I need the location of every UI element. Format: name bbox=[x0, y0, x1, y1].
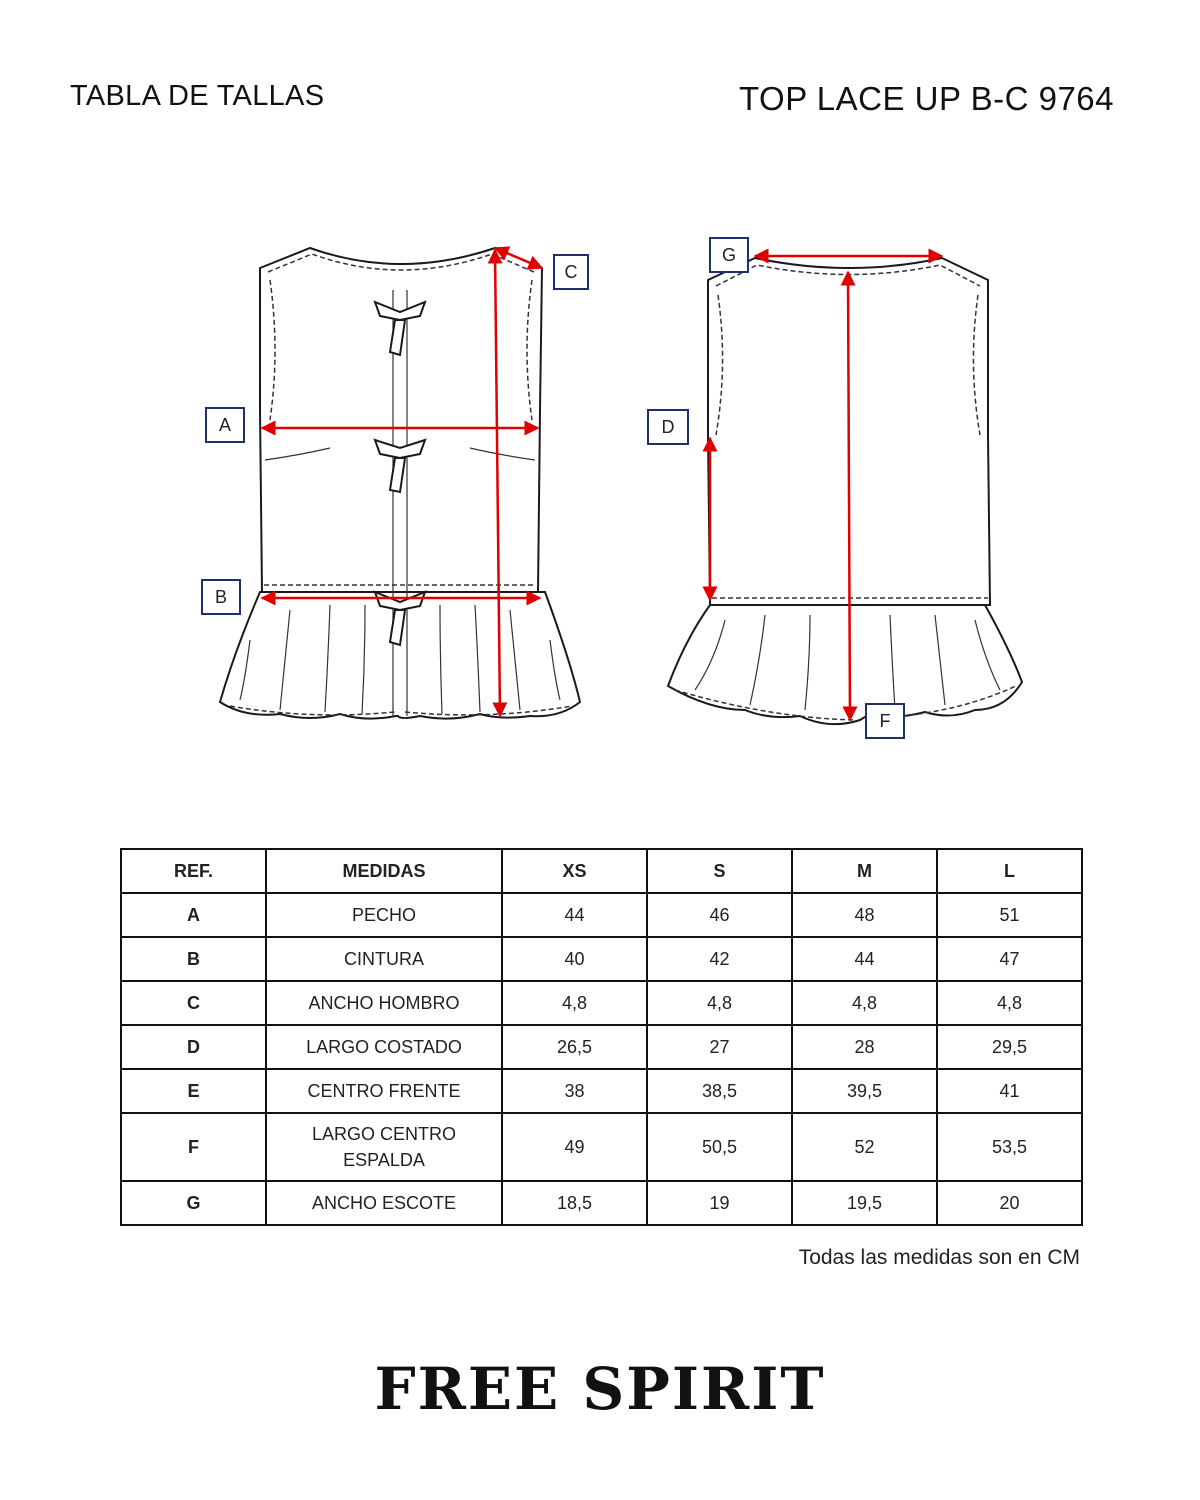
header-medidas: MEDIDAS bbox=[265, 848, 503, 894]
size-table: REF. MEDIDAS XS S M L A PECHO 44 46 48 5… bbox=[120, 848, 1083, 1226]
table-row: G ANCHO ESCOTE 18,5 19 19,5 20 bbox=[120, 1180, 1083, 1226]
table-row: A PECHO 44 46 48 51 bbox=[120, 892, 1083, 938]
cell-m: 52 bbox=[791, 1112, 938, 1182]
cell-xs: 4,8 bbox=[501, 980, 648, 1026]
cell-l: 51 bbox=[936, 892, 1083, 938]
label-a: A bbox=[205, 407, 245, 443]
cell-xs: 18,5 bbox=[501, 1180, 648, 1226]
label-b-text: B bbox=[215, 587, 227, 607]
row-measure-name: PECHO bbox=[265, 892, 503, 938]
cell-s: 4,8 bbox=[646, 980, 793, 1026]
row-measure-name: ANCHO ESCOTE bbox=[265, 1180, 503, 1226]
cell-m: 4,8 bbox=[791, 980, 938, 1026]
row-ref: E bbox=[120, 1068, 267, 1114]
row-measure-name: CINTURA bbox=[265, 936, 503, 982]
header-l: L bbox=[936, 848, 1083, 894]
cell-s: 27 bbox=[646, 1024, 793, 1070]
row-measure-name: ANCHO HOMBRO bbox=[265, 980, 503, 1026]
table-row: C ANCHO HOMBRO 4,8 4,8 4,8 4,8 bbox=[120, 980, 1083, 1026]
row-ref: A bbox=[120, 892, 267, 938]
front-ties bbox=[373, 300, 427, 647]
label-f-text: F bbox=[880, 711, 891, 731]
brand-logo: FREE SPIRIT bbox=[374, 1355, 826, 1423]
cell-m: 48 bbox=[791, 892, 938, 938]
label-d: D bbox=[647, 409, 689, 445]
header-xs: XS bbox=[501, 848, 648, 894]
header-ref: REF. bbox=[120, 848, 267, 894]
table-header-row: REF. MEDIDAS XS S M L bbox=[120, 848, 1083, 894]
label-f: F bbox=[865, 703, 905, 739]
row-ref: D bbox=[120, 1024, 267, 1070]
label-g-text: G bbox=[722, 245, 736, 265]
size-chart-title: TABLA DE TALLAS bbox=[70, 80, 325, 112]
cell-l: 47 bbox=[936, 936, 1083, 982]
table-row: E CENTRO FRENTE 38 38,5 39,5 41 bbox=[120, 1068, 1083, 1114]
cell-xs: 49 bbox=[501, 1112, 648, 1182]
row-ref: C bbox=[120, 980, 267, 1026]
header-s: S bbox=[646, 848, 793, 894]
row-measure-name: CENTRO FRENTE bbox=[265, 1068, 503, 1114]
cell-s: 46 bbox=[646, 892, 793, 938]
cell-l: 20 bbox=[936, 1180, 1083, 1226]
garment-measurement-diagram: A B C D F G bbox=[201, 237, 1024, 739]
label-a-text: A bbox=[219, 415, 231, 435]
product-title: TOP LACE UP B-C 9764 bbox=[738, 80, 1114, 117]
row-measure-name: LARGO COSTADO bbox=[265, 1024, 503, 1070]
measure-e-line bbox=[487, 248, 508, 718]
row-measure-name: LARGO CENTRO ESPALDA bbox=[265, 1112, 503, 1182]
label-b: B bbox=[201, 579, 241, 615]
cell-m: 28 bbox=[791, 1024, 938, 1070]
front-view bbox=[218, 246, 582, 720]
table-row: B CINTURA 40 42 44 47 bbox=[120, 936, 1083, 982]
cell-m: 44 bbox=[791, 936, 938, 982]
row-ref: G bbox=[120, 1180, 267, 1226]
table-row: F LARGO CENTRO ESPALDA 49 50,5 52 53,5 bbox=[120, 1112, 1083, 1182]
label-g: G bbox=[709, 237, 749, 273]
front-bodice bbox=[259, 246, 544, 593]
cell-l: 4,8 bbox=[936, 980, 1083, 1026]
cell-l: 53,5 bbox=[936, 1112, 1083, 1182]
table-row: D LARGO COSTADO 26,5 27 28 29,5 bbox=[120, 1024, 1083, 1070]
cell-s: 42 bbox=[646, 936, 793, 982]
back-peplum bbox=[666, 604, 1024, 726]
row-ref: B bbox=[120, 936, 267, 982]
cell-xs: 38 bbox=[501, 1068, 648, 1114]
cell-s: 50,5 bbox=[646, 1112, 793, 1182]
header-m: M bbox=[791, 848, 938, 894]
measure-f-line bbox=[840, 270, 858, 722]
back-view bbox=[666, 248, 1024, 726]
row-ref: F bbox=[120, 1112, 267, 1182]
cell-m: 39,5 bbox=[791, 1068, 938, 1114]
label-c-text: C bbox=[565, 262, 578, 282]
cell-l: 41 bbox=[936, 1068, 1083, 1114]
cell-s: 38,5 bbox=[646, 1068, 793, 1114]
cell-m: 19,5 bbox=[791, 1180, 938, 1226]
label-d-text: D bbox=[662, 417, 675, 437]
cell-xs: 44 bbox=[501, 892, 648, 938]
cell-s: 19 bbox=[646, 1180, 793, 1226]
label-c: C bbox=[553, 254, 589, 290]
cell-xs: 40 bbox=[501, 936, 648, 982]
cell-l: 29,5 bbox=[936, 1024, 1083, 1070]
cell-xs: 26,5 bbox=[501, 1024, 648, 1070]
units-note: Todas las medidas son en CM bbox=[798, 1246, 1080, 1269]
